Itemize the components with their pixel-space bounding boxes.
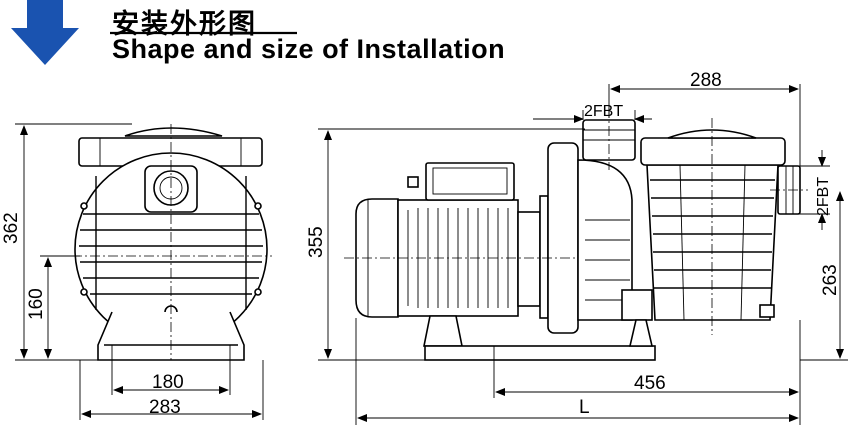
- dim-front-180: 180: [152, 372, 184, 393]
- front-dimensions: [15, 123, 264, 420]
- side-dimensions: [318, 84, 848, 425]
- dim-side-2fbt-top: 2FBT: [584, 103, 623, 120]
- dim-side-355: 355: [306, 226, 327, 258]
- title-english: Shape and size of Installation: [112, 34, 506, 64]
- title-chinese: 安装外形图: [112, 9, 257, 40]
- dim-side-2fbt-right: 2FBT: [815, 177, 832, 216]
- dim-front-283: 283: [149, 397, 181, 418]
- dim-side-263: 263: [820, 264, 841, 296]
- front-view: [72, 124, 272, 361]
- side-view: [344, 108, 808, 361]
- dim-side-288: 288: [690, 70, 722, 91]
- dim-front-160: 160: [26, 288, 47, 320]
- dim-side-L: L: [579, 397, 590, 418]
- down-arrow-icon: [11, 0, 79, 65]
- dim-side-456: 456: [634, 373, 666, 394]
- dim-front-362: 362: [1, 212, 22, 244]
